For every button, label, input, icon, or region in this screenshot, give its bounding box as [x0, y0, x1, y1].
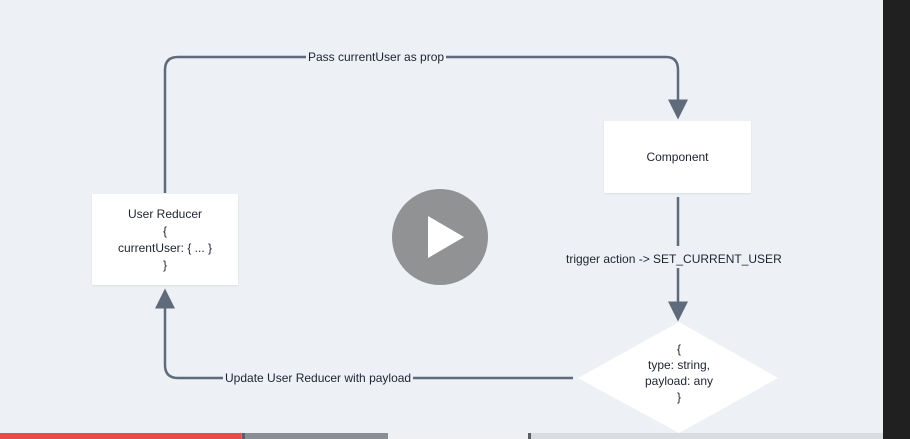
- video-frame[interactable]: User Reducer { currentUser: { ... } } Co…: [0, 0, 883, 433]
- action-object-diamond: [578, 322, 778, 433]
- side-panel-edge: [883, 0, 910, 439]
- action-object-line-2: type: string,: [647, 358, 711, 372]
- play-button[interactable]: [392, 189, 488, 285]
- user-reducer-line-1: User Reducer: [127, 206, 203, 221]
- chapter-marker[interactable]: [528, 433, 531, 439]
- component-label: Component: [646, 149, 709, 164]
- action-object-text: { type: string, payload: any }: [619, 341, 739, 405]
- user-reducer-box: User Reducer { currentUser: { ... } }: [92, 194, 238, 285]
- user-reducer-line-4: }: [162, 257, 167, 272]
- action-object-line-4: }: [676, 390, 681, 404]
- play-icon: [428, 216, 464, 258]
- update-reducer-label: Update User Reducer with payload: [223, 371, 414, 385]
- component-box: Component: [604, 121, 751, 193]
- pass-prop-label: Pass currentUser as prop: [306, 50, 447, 64]
- progress-segment: [388, 433, 528, 439]
- user-reducer-line-2: {: [162, 223, 167, 238]
- edge-pass-prop: [163, 55, 688, 193]
- edge-update-reducer: [155, 288, 573, 380]
- video-progress-bar[interactable]: [0, 433, 883, 439]
- action-object-line-1: {: [676, 342, 681, 356]
- chapter-marker[interactable]: [242, 433, 245, 439]
- user-reducer-line-3: currentUser: { ... }: [117, 240, 213, 255]
- progress-played: [0, 433, 242, 439]
- action-object-line-3: payload: any: [644, 374, 714, 388]
- trigger-action-label: trigger action -> SET_CURRENT_USER: [566, 252, 782, 266]
